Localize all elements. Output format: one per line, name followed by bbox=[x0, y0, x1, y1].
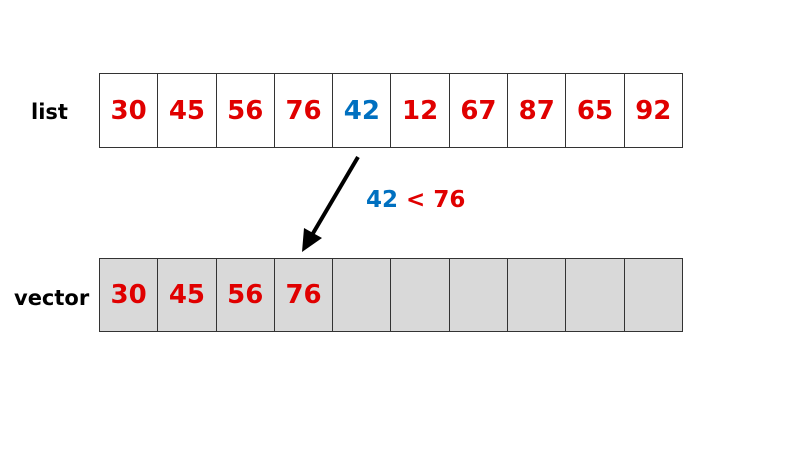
vector-array: 30 45 56 76 bbox=[99, 258, 683, 332]
list-cell: 30 bbox=[100, 74, 159, 148]
comparison-left: 42 bbox=[366, 187, 399, 213]
list-cell: 92 bbox=[624, 74, 683, 148]
vector-cell: 45 bbox=[158, 259, 217, 332]
vector-cell-empty bbox=[391, 259, 450, 332]
vector-cell: 30 bbox=[100, 259, 159, 332]
list-cell: 45 bbox=[158, 74, 217, 148]
vector-cell-empty bbox=[333, 259, 392, 332]
list-cell: 65 bbox=[566, 74, 625, 148]
list-cell: 12 bbox=[391, 74, 450, 148]
list-array: 30 45 56 76 42 12 67 87 65 92 bbox=[99, 73, 683, 148]
vector-cell: 56 bbox=[216, 259, 275, 332]
vector-cell-empty bbox=[624, 259, 683, 332]
list-cell-highlighted: 42 bbox=[333, 74, 392, 148]
list-cell: 56 bbox=[216, 74, 275, 148]
vector-label: vector bbox=[14, 286, 90, 310]
vector-cell-empty bbox=[508, 259, 567, 332]
arrow-head bbox=[302, 228, 322, 252]
list-label: list bbox=[31, 100, 68, 124]
arrow-shaft bbox=[310, 155, 360, 237]
list-cell: 87 bbox=[508, 74, 567, 148]
vector-cell-empty bbox=[566, 259, 625, 332]
vector-cell: 76 bbox=[274, 259, 334, 332]
comparison-operator: < bbox=[406, 187, 426, 213]
comparison-right: 76 bbox=[433, 187, 466, 213]
list-cell: 76 bbox=[274, 74, 334, 148]
list-cell: 67 bbox=[449, 74, 509, 148]
comparison-label: 42 < 76 bbox=[366, 185, 465, 215]
vector-cell-empty bbox=[449, 259, 509, 332]
